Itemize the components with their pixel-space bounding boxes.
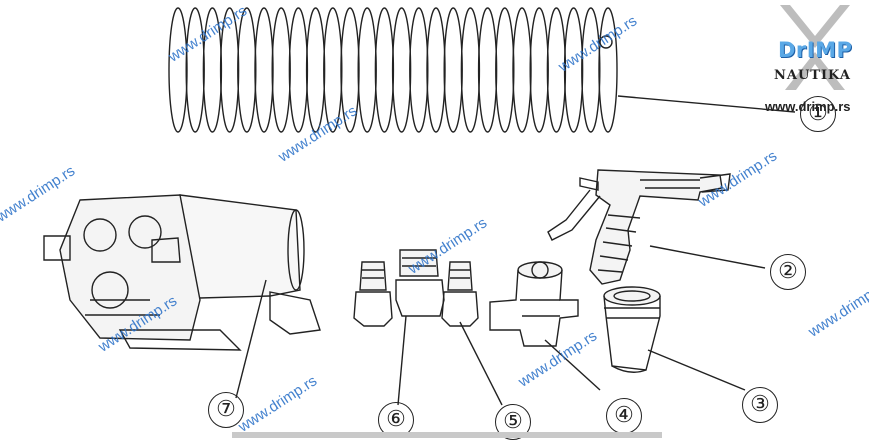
leader-line-4 xyxy=(544,339,601,391)
hose-coil-loop xyxy=(581,7,601,133)
hose-coil-loop xyxy=(323,7,343,133)
leader-line-1 xyxy=(617,95,796,113)
leader-line-2 xyxy=(649,245,766,269)
hose-coil-loop xyxy=(391,7,412,133)
water-pump xyxy=(43,194,321,351)
callout-7: ⑦ xyxy=(208,392,244,428)
hose-coil-loop xyxy=(460,7,481,133)
logo-url: www.drimp.rs xyxy=(765,99,851,114)
hose-coil-loop xyxy=(254,7,274,133)
hose-coil-loop xyxy=(512,7,532,133)
hose-coil-loop xyxy=(219,7,240,133)
leader-line-5 xyxy=(459,321,503,406)
hose-coil-loop xyxy=(271,7,291,133)
callout-1: ① xyxy=(800,96,836,132)
hose-coil-loop xyxy=(305,7,326,133)
hose-coil-loop xyxy=(529,7,549,133)
hose-coil-loop xyxy=(409,7,429,133)
coiled-hose xyxy=(168,7,618,133)
hose-coil-loop xyxy=(426,7,446,133)
hose-coil-loop xyxy=(495,7,515,133)
hose-end xyxy=(599,35,613,49)
logo-subtitle: NAUTIKA xyxy=(774,68,851,83)
hose-coil-loop xyxy=(374,7,395,133)
logo-brand: DrIMP xyxy=(778,38,853,62)
hose-coil-loop xyxy=(546,7,567,133)
bottom-bar xyxy=(232,432,662,438)
drimp-logo: DrIMP NAUTIKA www.drimp.rs xyxy=(760,0,869,125)
hose-coil-loop xyxy=(357,7,377,133)
leader-line-6 xyxy=(397,315,407,406)
hose-coil-loop xyxy=(237,7,257,133)
hose-coil-loop xyxy=(340,7,360,133)
logo-emblem xyxy=(780,5,850,90)
leader-line-3 xyxy=(647,349,746,391)
callout-3: ③ xyxy=(742,387,778,423)
hose-coil-loop xyxy=(477,7,498,133)
hose-coil-loop xyxy=(563,7,584,133)
hose-coil-loop xyxy=(168,7,188,133)
hose-adapter xyxy=(603,286,661,373)
hose-barb-fitting xyxy=(441,261,479,327)
callout-2: ② xyxy=(770,254,806,290)
hose-coil-loop xyxy=(288,7,309,133)
check-valve xyxy=(489,261,579,347)
callout-4: ④ xyxy=(606,398,642,434)
hose-coil-loop xyxy=(185,7,205,133)
leader-line-7 xyxy=(235,279,267,399)
hose-barb-nut-fitting xyxy=(353,249,445,327)
hose-coil-loop xyxy=(443,7,463,133)
spray-gun xyxy=(547,169,731,285)
hose-coil-loop xyxy=(598,7,618,133)
hose-coil-loop xyxy=(202,7,223,133)
